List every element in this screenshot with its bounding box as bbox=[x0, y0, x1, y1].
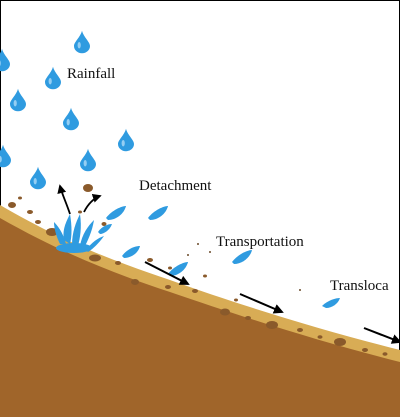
splash-icon bbox=[54, 214, 104, 253]
detachment-arrows bbox=[57, 184, 102, 215]
rain-drops bbox=[0, 30, 134, 190]
label-detachment: Detachment bbox=[139, 178, 212, 194]
soil-particles bbox=[8, 184, 388, 356]
dust-dots bbox=[187, 243, 301, 291]
soil-body bbox=[0, 218, 400, 417]
label-rainfall: Rainfall bbox=[67, 66, 116, 82]
label-transportation: Transportation bbox=[216, 234, 304, 250]
label-translocation: Transloca bbox=[330, 278, 389, 294]
transport-arrows bbox=[144, 261, 400, 344]
splashed-droplets bbox=[98, 206, 340, 308]
